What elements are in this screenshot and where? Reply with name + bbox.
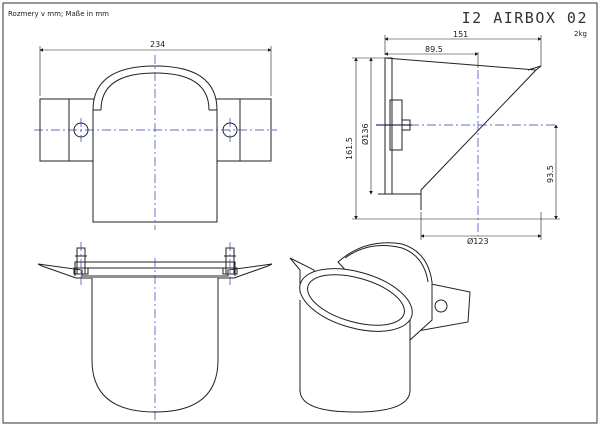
side-view-dimensions <box>352 35 560 240</box>
dim-width-top <box>39 46 272 96</box>
dim-flange-dia-label: Ø136 <box>360 123 370 145</box>
isometric-view <box>289 242 471 413</box>
side-view-flange <box>384 57 393 195</box>
side-view-slope <box>384 57 538 210</box>
dim-length-side-label: 151 <box>453 30 468 39</box>
iso-bolt-head <box>434 299 448 313</box>
front-view-centerlines <box>80 242 231 420</box>
top-view <box>39 65 272 223</box>
dim-height-side-label: 161.5 <box>345 137 354 160</box>
iso-opening <box>299 268 413 332</box>
dim-height-lower-label: 93.5 <box>546 165 555 183</box>
top-view-centerlines <box>34 55 277 230</box>
side-view-centerlines <box>376 70 556 236</box>
units-note: Rozmery v mm; Maße in mm <box>8 10 109 18</box>
weight-label: 2kg <box>574 30 587 38</box>
dim-width-top-label: 234 <box>150 40 165 49</box>
drawing-title: I2 AIRBOX 02 <box>461 9 588 27</box>
dim-offset-side-label: 89.5 <box>425 45 443 54</box>
dim-outlet-dia-label: Ø123 <box>467 236 489 246</box>
side-view <box>376 57 542 210</box>
